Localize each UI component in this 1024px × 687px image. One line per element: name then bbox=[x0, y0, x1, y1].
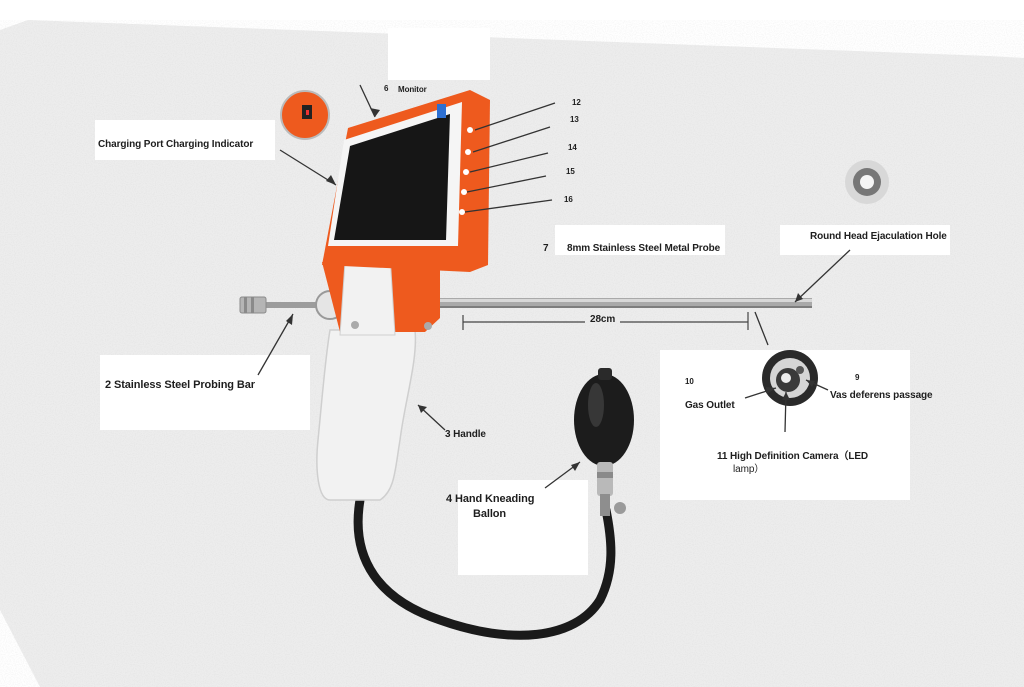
hand-kneading-bulb bbox=[574, 368, 634, 516]
monitor-label: Monitor bbox=[398, 85, 427, 94]
round-head-inset bbox=[845, 160, 889, 204]
probe-label: 8mm Stainless Steel Metal Probe bbox=[567, 243, 721, 254]
probing-bar-label: 2 Stainless Steel Probing Bar bbox=[105, 379, 255, 391]
camera-end-inset bbox=[762, 350, 818, 406]
vas-number-label: 9 bbox=[855, 373, 860, 382]
handle-body bbox=[316, 329, 417, 501]
number-13-label: 13 bbox=[570, 115, 579, 124]
arrow-heads bbox=[286, 108, 815, 471]
monitor-number-label: 6 bbox=[384, 84, 389, 93]
probe-number-label: 7 bbox=[543, 243, 549, 254]
number-12-label: 12 bbox=[572, 98, 581, 107]
number-15-label: 15 bbox=[566, 167, 575, 176]
length-label: 28cm bbox=[590, 314, 616, 325]
camera-label-line1: 11 High Definition Camera（LED bbox=[717, 451, 869, 462]
handle-label: 3 Handle bbox=[445, 429, 486, 440]
gas-number-label: 10 bbox=[685, 377, 694, 386]
number-14-label: 14 bbox=[568, 143, 577, 152]
metal-probe bbox=[440, 298, 812, 308]
length-measure bbox=[462, 312, 749, 330]
number-16-label: 16 bbox=[564, 195, 573, 204]
camera-label-line2: lamp） bbox=[733, 464, 765, 475]
monitor bbox=[322, 90, 490, 272]
balloon-label-line2: Ballon bbox=[473, 508, 507, 520]
charging-port-label: Charging Port Charging Indicator bbox=[98, 139, 254, 150]
round-head-label: Round Head Ejaculation Hole bbox=[810, 231, 947, 242]
air-hose bbox=[353, 495, 616, 640]
gas-outlet-label: Gas Outlet bbox=[685, 400, 735, 411]
balloon-label-line1: 4 Hand Kneading bbox=[446, 493, 535, 505]
leader-lines bbox=[257, 84, 851, 489]
vas-deferens-label: Vas deferens passage bbox=[830, 390, 933, 401]
charging-port-inset bbox=[280, 90, 330, 140]
